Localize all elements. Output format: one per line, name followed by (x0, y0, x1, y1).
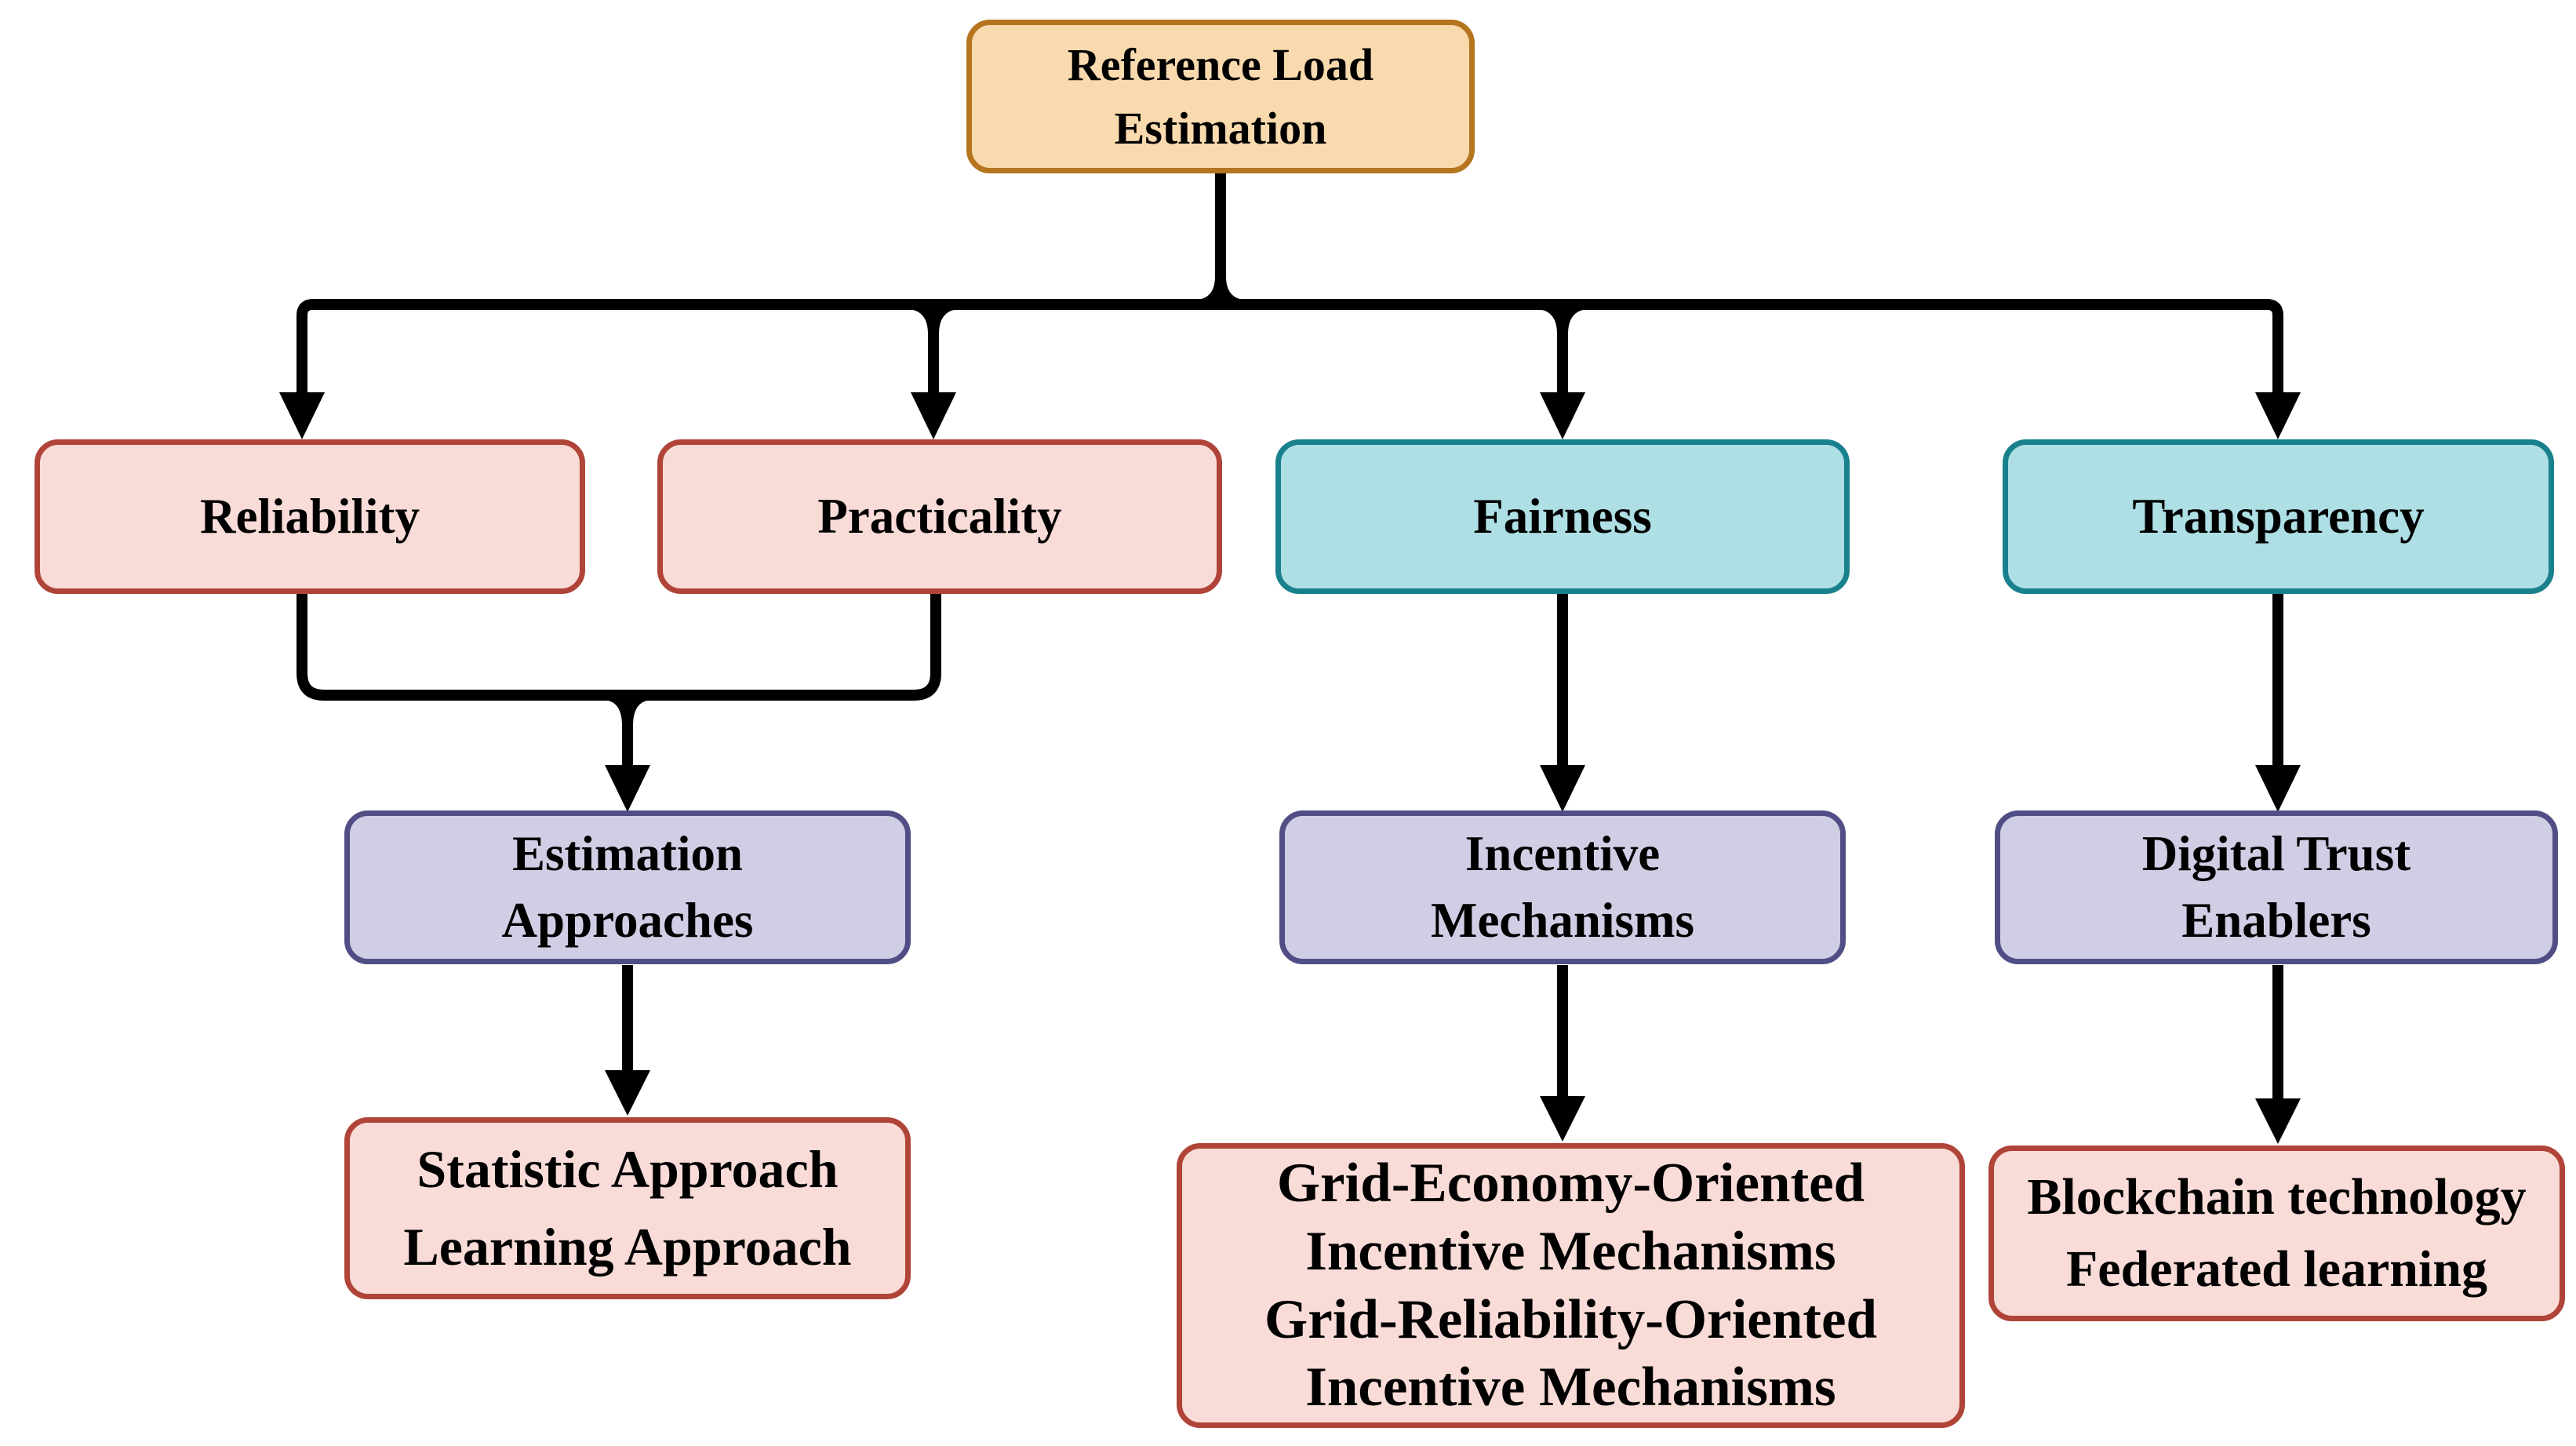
node-label-line: Blockchain technology (2027, 1167, 2527, 1226)
node-label-line: Statistic Approach (417, 1139, 839, 1200)
arrowhead-into-trust-list (2255, 1098, 2301, 1144)
node-label-line: Reference Load (1067, 38, 1374, 90)
node-estimation-approaches: Estimation Approaches (344, 810, 911, 964)
node-label-line: Grid-Reliability-Oriented (1264, 1288, 1877, 1350)
arrowhead-into-transparency (2255, 392, 2301, 439)
node-label-line: Incentive Mechanisms (1305, 1220, 1836, 1282)
node-label-line: Estimation (511, 825, 744, 881)
node-label-line: Incentive (1464, 825, 1661, 881)
edge-merge-stem-fillet (603, 700, 652, 726)
node-fairness: Fairness (1275, 439, 1850, 594)
arrowhead-into-estimation-approaches (605, 765, 650, 812)
node-reliability: Reliability (35, 439, 585, 594)
edge-rail-reliability-to-transparency (297, 299, 2283, 396)
node-label-line: Digital Trust (2141, 825, 2411, 881)
node-label-line: Enablers (2181, 893, 2371, 948)
arrowhead-into-practicality (911, 392, 956, 439)
node-label-line: Incentive Mechanisms (1305, 1357, 1836, 1419)
node-label-line: Mechanisms (1431, 893, 1694, 948)
arrowhead-into-approaches-list (605, 1070, 650, 1116)
node-label-line: Grid-Economy-Oriented (1276, 1153, 1865, 1215)
node-label-line: Federated learning (2065, 1240, 2488, 1298)
node-label-line: Approaches (501, 893, 754, 948)
node-reference-load-estimation: Reference Load Estimation (966, 20, 1475, 173)
edge-rail-to-fairness-fillet (1537, 309, 1588, 334)
arrowhead-into-incentive-mechanisms (1540, 765, 1585, 812)
edge-reference-trunk-fillet (1198, 276, 1243, 300)
node-label-line: Reliability (200, 489, 420, 544)
arrowhead-into-reliability (279, 392, 325, 439)
node-practicality: Practicality (657, 439, 1222, 594)
node-trust-list: Blockchain technology Federated learning (1988, 1146, 2565, 1321)
node-incentive-list: Grid-Economy-Oriented Incentive Mechanis… (1177, 1143, 1965, 1428)
node-incentive-mechanisms: Incentive Mechanisms (1279, 810, 1846, 964)
arrowhead-into-digital-trust (2255, 765, 2301, 812)
node-label-line: Practicality (817, 489, 1062, 544)
node-label-line: Learning Approach (403, 1217, 852, 1277)
node-label-line: Transparency (2132, 489, 2425, 544)
node-digital-trust-enablers: Digital Trust Enablers (1995, 810, 2558, 964)
node-label-line: Fairness (1473, 489, 1652, 544)
edge-merge-reliability-practicality (297, 594, 941, 701)
arrowhead-into-incentive-list (1540, 1096, 1585, 1142)
node-transparency: Transparency (2003, 439, 2554, 594)
edge-rail-to-practicality-fillet (908, 309, 959, 334)
arrowhead-into-fairness (1540, 392, 1585, 439)
node-label-line: Estimation (1114, 103, 1327, 154)
node-approaches-list: Statistic Approach Learning Approach (344, 1117, 911, 1299)
